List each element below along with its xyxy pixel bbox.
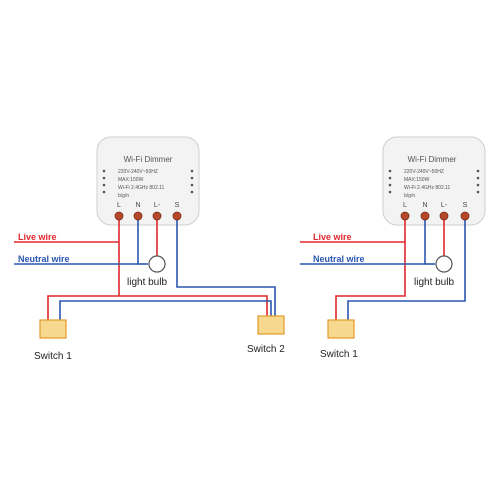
module-spec-wifi: Wi-Fi 2.4GHz 802.11 [118,185,165,191]
diagram-single-switch: Wi-Fi Dimmer 220V-240V~50HZ MAX:150W Wi-… [300,136,486,360]
switch-1-label: Switch 1 [34,351,72,362]
s-terminal-wire [176,216,276,316]
module-spec-voltage: 220V-240V~50HZ [404,169,444,175]
terminal-screw-n [133,211,143,221]
switch-2-label: Switch 2 [247,344,285,355]
live-wire-to-switch [335,216,406,320]
module-body [96,136,200,226]
live-wire-label: Live wire [18,232,57,242]
terminal-screw-l [114,211,124,221]
module-spec-wifi: Wi-Fi 2.4GHz 802.11 [404,185,451,191]
light-bulb-label: light bulb [414,277,454,288]
diagram-two-switch: Wi-Fi Dimmer 220V-240V~50HZ MAX:150W Wi-… [14,136,285,362]
terminal-label-l: L [403,202,407,209]
live-wire-label: Live wire [313,232,352,242]
light-bulb-label: light bulb [127,277,167,288]
module-spec-standard: b/g/n [404,193,415,199]
wires [300,216,466,320]
terminal-label-l-minus: L- [441,202,448,209]
terminal-label-s: S [463,202,468,209]
terminal-screw-l-minus [439,211,449,221]
module-side-dots [388,169,480,194]
terminal-label-l: L [117,202,121,209]
switch-1-icon [39,319,67,339]
module-spec-voltage: 220V-240V~50HZ [118,169,158,175]
module-spec-standard: b/g/n [118,193,129,199]
switch-1-icon [327,319,355,339]
terminal-screw-s [460,211,470,221]
terminal-label-n: N [135,202,140,209]
terminal-label-n: N [422,202,427,209]
switch-1-label: Switch 1 [320,349,358,360]
terminal-label-s: S [175,202,180,209]
module-spec-power: MAX:150W [404,177,430,183]
terminal-screw-l [400,211,410,221]
traveller-wire-red [47,295,268,320]
terminal-label-l-minus: L- [154,202,161,209]
module-title: Wi-Fi Dimmer [408,155,457,164]
terminals [400,211,470,221]
module-body [382,136,486,226]
s-terminal-wire [347,216,466,320]
neutral-wire-label: Neutral wire [313,254,365,264]
light-bulb-icon [435,255,453,273]
dimmer-module: Wi-Fi Dimmer 220V-240V~50HZ MAX:150W Wi-… [96,136,200,226]
neutral-wire-label: Neutral wire [18,254,70,264]
module-side-dots [102,169,194,194]
traveller-wire-blue [59,300,272,320]
switch-2-icon [257,315,285,335]
module-spec-power: MAX:150W [118,177,144,183]
dimmer-module: Wi-Fi Dimmer 220V-240V~50HZ MAX:150W Wi-… [382,136,486,226]
light-bulb-icon [148,255,166,273]
module-title: Wi-Fi Dimmer [124,155,173,164]
terminal-screw-s [172,211,182,221]
terminals [114,211,182,221]
terminal-screw-n [420,211,430,221]
wires [14,216,276,320]
terminal-screw-l-minus [152,211,162,221]
